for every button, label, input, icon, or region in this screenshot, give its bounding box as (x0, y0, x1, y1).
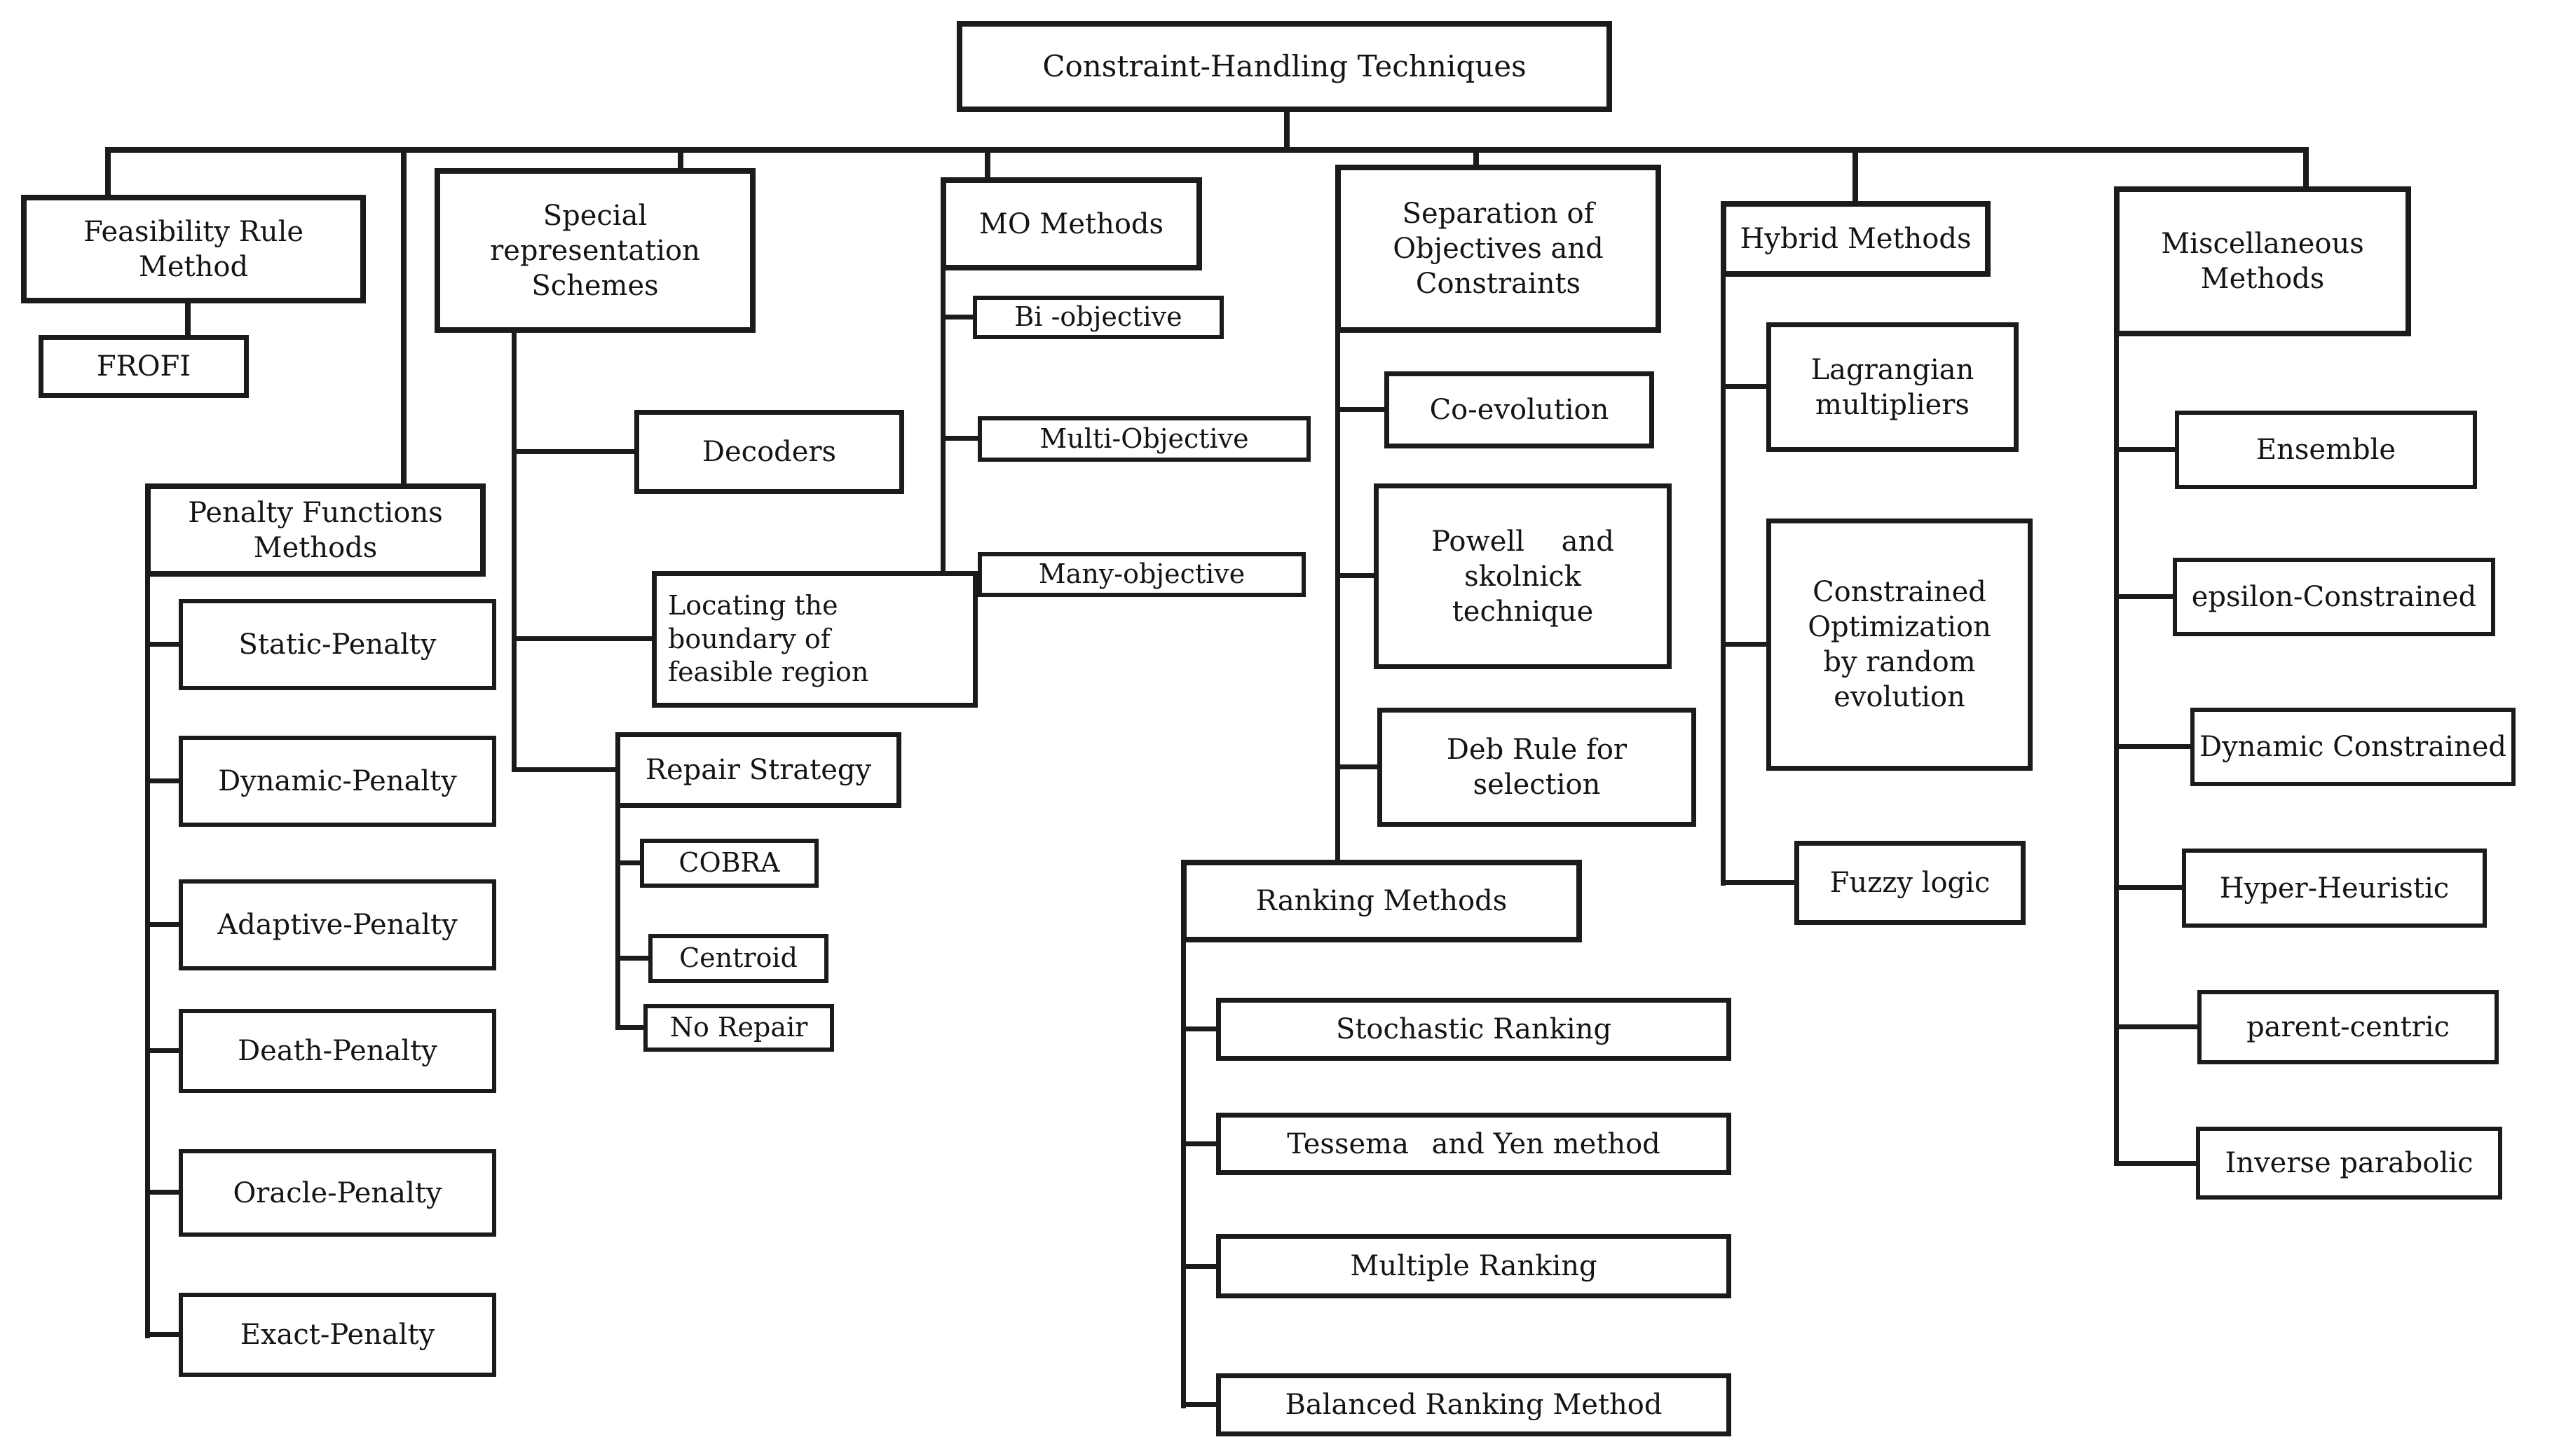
edge-balanced (1181, 1402, 1216, 1407)
node-stochastic-ranking: Stochastic Ranking (1216, 998, 1731, 1061)
node-ranking-methods: Ranking Methods (1181, 860, 1582, 942)
node-centroid: Centroid (648, 934, 828, 983)
node-repair-strategy: Repair Strategy (615, 732, 901, 808)
edge-norepair (615, 1025, 643, 1030)
node-parent-centric: parent-centric (2197, 990, 2499, 1064)
edge-top-rail (105, 147, 2309, 153)
node-constrained-optimization-random-evolution: Constrained Optimization by random evolu… (1766, 518, 2033, 771)
edge-powell (1335, 573, 1374, 578)
edge-separation-spine (1335, 331, 1340, 862)
node-dynamic-penalty: Dynamic-Penalty (179, 736, 496, 827)
edge-epsilon (2114, 594, 2173, 599)
node-balanced-ranking: Balanced Ranking Method (1216, 1373, 1731, 1436)
edge-mo-spine (941, 268, 946, 577)
node-dynamic-constrained: Dynamic Constrained (2190, 708, 2516, 786)
edge-decoders (512, 449, 634, 454)
edge-special-spine (512, 331, 517, 772)
node-multi-objective: Multi-Objective (978, 416, 1311, 462)
edge-drop-feasibility (105, 147, 111, 200)
node-death-penalty: Death-Penalty (179, 1009, 496, 1093)
node-cobra: COBRA (640, 839, 819, 888)
edge-fuzzy (1721, 880, 1794, 885)
node-deb-rule: Deb Rule for selection (1377, 708, 1696, 827)
edge-parent (2114, 1024, 2197, 1029)
node-separation-objectives-constraints: Separation of Objectives and Constraints (1335, 165, 1661, 333)
edge-coevolution (1335, 407, 1384, 412)
node-hyper-heuristic: Hyper-Heuristic (2182, 849, 2487, 928)
edge-dynamic (145, 778, 179, 783)
edge-misc-spine (2114, 334, 2119, 1166)
edge-ranking-spine (1181, 940, 1186, 1408)
edge-drop-penalty (401, 147, 407, 488)
edge-drop-separation (1473, 147, 1479, 170)
edge-exact (145, 1332, 179, 1337)
edge-deb (1335, 764, 1377, 769)
node-mo-methods: MO Methods (941, 177, 1202, 270)
node-lagrangian-multipliers: Lagrangian multipliers (1766, 322, 2019, 452)
node-miscellaneous-methods: Miscellaneous Methods (2114, 186, 2411, 336)
node-special-representation-schemes: Special representation Schemes (435, 168, 756, 333)
node-root: Constraint-Handling Techniques (957, 21, 1612, 112)
edge-multi (941, 436, 978, 441)
edge-drop-misc (2303, 147, 2309, 192)
edge-static (145, 642, 179, 647)
edge-lagrangian (1721, 384, 1766, 389)
node-exact-penalty: Exact-Penalty (179, 1293, 496, 1377)
node-feasibility-rule-method: Feasibility Rule Method (21, 195, 366, 303)
edge-hyper (2114, 885, 2182, 890)
edge-centroid (615, 956, 648, 961)
edge-ensemble (2114, 447, 2175, 452)
node-penalty-functions-methods: Penalty Functions Methods (145, 483, 486, 577)
node-many-objective: Many-objective (978, 552, 1306, 597)
edge-root-drop (1284, 111, 1290, 153)
node-powell-skolnick: Powell and skolnick technique (1374, 483, 1672, 669)
node-bi-objective: Bi -objective (973, 296, 1224, 339)
node-multiple-ranking: Multiple Ranking (1216, 1234, 1731, 1298)
edge-inverse (2114, 1161, 2196, 1166)
edge-repair (512, 767, 615, 772)
edge-drop-mo (985, 147, 990, 183)
edge-drop-hybrid (1852, 147, 1858, 207)
edge-locating (512, 636, 652, 641)
node-inverse-parabolic: Inverse parabolic (2196, 1127, 2502, 1200)
node-locating-boundary: Locating the boundary of feasible region (652, 571, 978, 708)
node-epsilon-constrained: epsilon-Constrained (2173, 558, 2495, 636)
node-frofi: FROFI (39, 335, 249, 398)
node-hybrid-methods: Hybrid Methods (1721, 201, 1991, 277)
node-no-repair: No Repair (643, 1004, 834, 1052)
edge-drop-special (678, 147, 683, 174)
edge-cobra (615, 860, 640, 865)
edge-dynconstrained (2114, 744, 2190, 749)
edge-tessema (1181, 1141, 1216, 1146)
node-oracle-penalty: Oracle-Penalty (179, 1149, 496, 1237)
node-tessema-yen: Tessema and Yen method (1216, 1113, 1731, 1175)
edge-multiple (1181, 1264, 1216, 1269)
edge-stochastic (1181, 1026, 1216, 1031)
node-static-penalty: Static-Penalty (179, 599, 496, 690)
edge-hybrid-spine (1721, 275, 1726, 886)
node-ensemble: Ensemble (2175, 411, 2477, 489)
edge-death (145, 1048, 179, 1053)
edge-penalty-spine (145, 573, 150, 1338)
edge-frofi (185, 301, 191, 338)
edge-bi (941, 315, 973, 320)
node-fuzzy-logic: Fuzzy logic (1794, 841, 2026, 925)
node-adaptive-penalty: Adaptive-Penalty (179, 879, 496, 970)
node-decoders: Decoders (634, 410, 904, 494)
edge-adaptive (145, 922, 179, 927)
edge-core (1721, 642, 1766, 647)
node-co-evolution: Co-evolution (1384, 371, 1654, 448)
edge-repair-spine (615, 806, 620, 1030)
edge-oracle (145, 1190, 179, 1195)
